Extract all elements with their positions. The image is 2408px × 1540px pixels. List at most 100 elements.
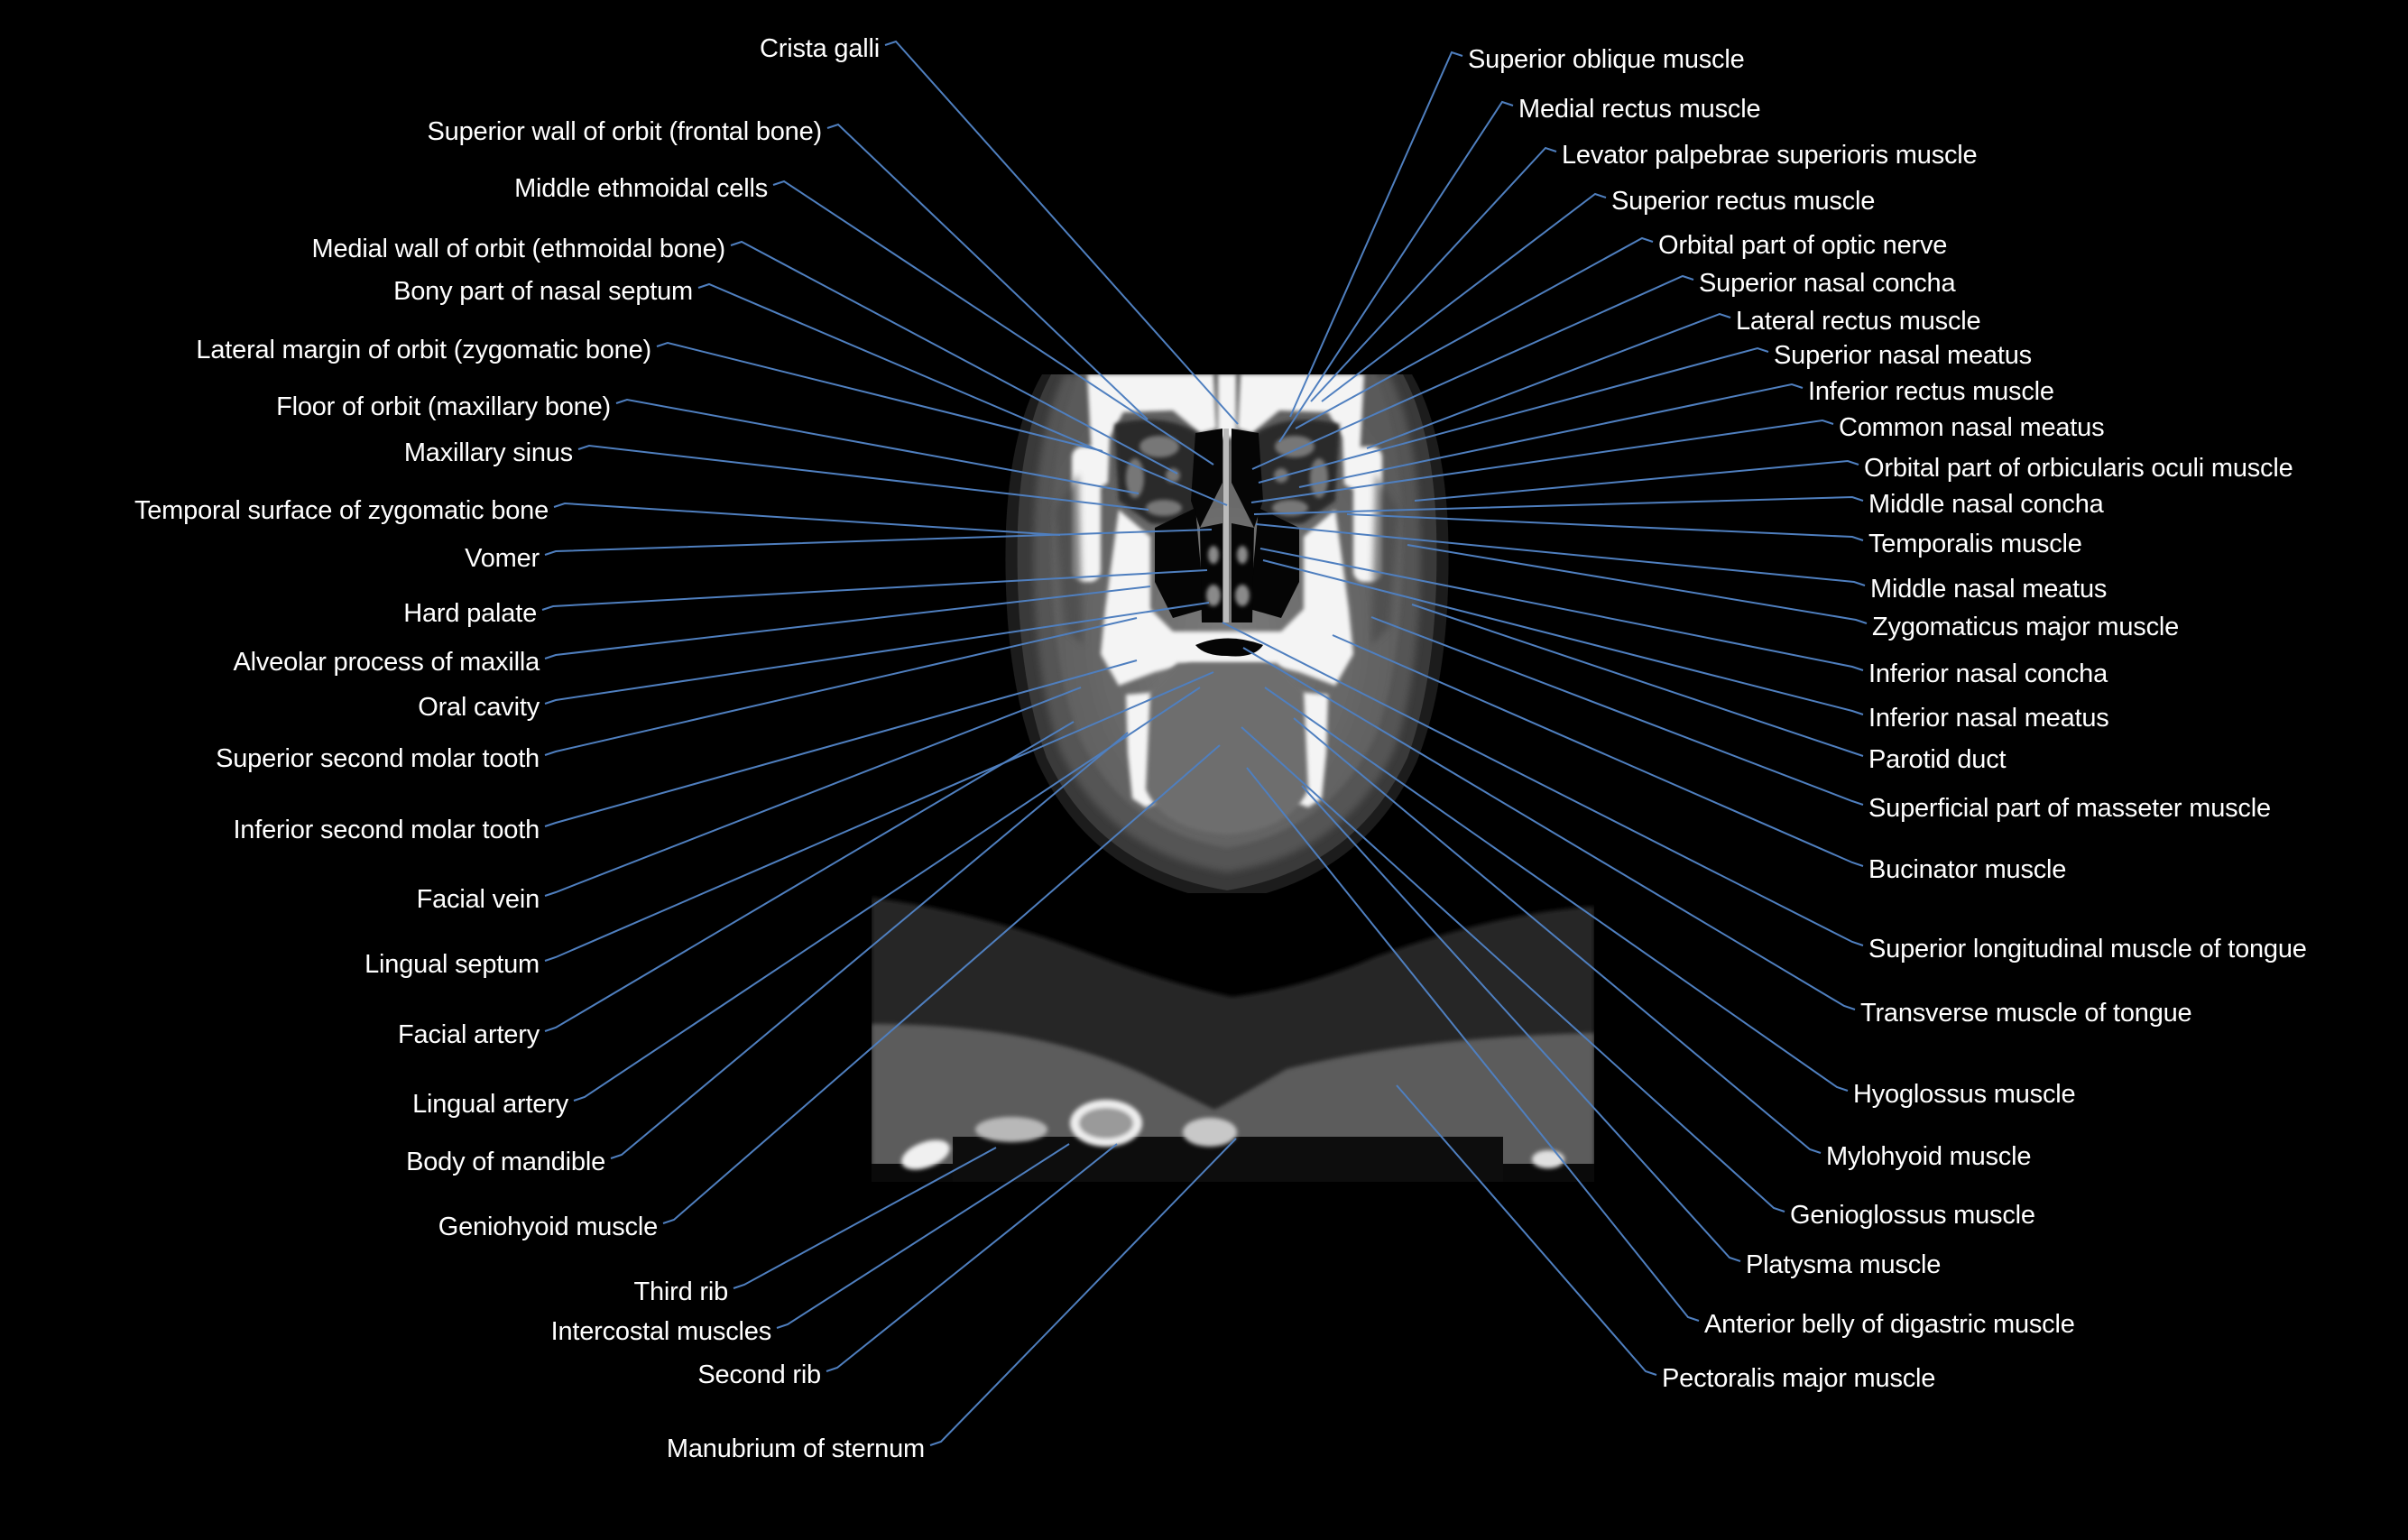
leader-line — [544, 671, 1214, 962]
label-pectoralis-major-muscle: Pectoralis major muscle — [1662, 1364, 1936, 1393]
leader-line — [544, 721, 1075, 1032]
leader-line — [1278, 100, 1514, 443]
label-maxillary-sinus: Maxillary sinus — [403, 438, 573, 467]
label-facial-artery: Facial artery — [398, 1020, 540, 1049]
leader-line — [573, 687, 1201, 1102]
label-lateral-margin-of-orbit-zygomatic-bone: Lateral margin of orbit (zygomatic bone) — [196, 336, 651, 364]
label-inferior-nasal-meatus: Inferior nasal meatus — [1868, 704, 2109, 733]
label-zygomaticus-major-muscle: Zygomaticus major muscle — [1872, 613, 2180, 641]
label-hard-palate: Hard palate — [403, 599, 537, 628]
leader-line — [1301, 785, 1741, 1262]
label-platysma-muscle: Platysma muscle — [1746, 1250, 1942, 1279]
label-lingual-septum: Lingual septum — [364, 950, 540, 979]
label-anterior-belly-of-digastric-muscle: Anterior belly of digastric muscle — [1704, 1310, 2075, 1339]
leader-line — [1310, 146, 1557, 402]
label-inferior-second-molar-tooth: Inferior second molar tooth — [233, 816, 540, 844]
label-middle-nasal-meatus: Middle nasal meatus — [1870, 575, 2108, 604]
label-transverse-muscle-of-tongue: Transverse muscle of tongue — [1860, 999, 2192, 1028]
label-medial-wall-of-orbit-ethmoidal-bone: Medial wall of orbit (ethmoidal bone) — [311, 235, 726, 263]
leader-line — [1253, 495, 1864, 515]
leader-line — [1262, 559, 1864, 715]
ct-chest-image — [872, 893, 1594, 1182]
leader-line — [615, 398, 1139, 494]
leader-line — [662, 744, 1221, 1224]
label-lateral-rectus-muscle: Lateral rectus muscle — [1736, 307, 1981, 336]
leader-line — [826, 123, 1149, 420]
leader-line — [544, 529, 1213, 556]
leader-line — [1321, 192, 1607, 402]
ct-chest-graphic — [872, 893, 1594, 1182]
leader-line — [1293, 717, 1822, 1154]
label-superior-longitudinal-muscle-of-tongue: Superior longitudinal muscle of tongue — [1868, 935, 2307, 964]
leader-line — [1332, 634, 1864, 867]
leader-line — [541, 569, 1208, 611]
label-third-rib: Third rib — [633, 1277, 728, 1306]
leader-line — [1251, 274, 1694, 470]
label-levator-palpebrae-superioris-muscle: Levator palpebrae superioris muscle — [1562, 141, 1978, 170]
label-bucinator-muscle: Bucinator muscle — [1868, 855, 2067, 884]
leader-line — [544, 617, 1138, 756]
leader-line — [884, 40, 1239, 425]
leader-line — [1242, 647, 1856, 1010]
label-floor-of-orbit-maxillary-bone: Floor of orbit (maxillary bone) — [276, 392, 611, 421]
label-orbital-part-of-orbicularis-oculi-muscle: Orbital part of orbicularis oculi muscle — [1864, 454, 2293, 483]
leader-line — [776, 1143, 1070, 1329]
ct-head-coronal-image — [992, 374, 1462, 907]
label-hyoglossus-muscle: Hyoglossus muscle — [1853, 1080, 2076, 1109]
leader-line — [733, 1147, 997, 1289]
leader-line — [826, 1143, 1118, 1372]
label-genioglossus-muscle: Genioglossus muscle — [1790, 1201, 2035, 1230]
leader-line — [610, 732, 1129, 1159]
leader-line — [1414, 459, 1859, 502]
leader-line — [929, 1138, 1237, 1446]
label-second-rib: Second rib — [697, 1360, 821, 1389]
label-parotid-duct: Parotid duct — [1868, 745, 2007, 774]
leader-line — [1366, 312, 1731, 449]
label-facial-vein: Facial vein — [416, 885, 540, 914]
leader-line — [772, 180, 1214, 466]
leader-line — [1289, 51, 1463, 418]
label-superior-rectus-muscle: Superior rectus muscle — [1611, 187, 1876, 216]
label-geniohyoid-muscle: Geniohyoid muscle — [438, 1213, 658, 1241]
leader-line — [553, 502, 1061, 536]
label-body-of-mandible: Body of mandible — [406, 1148, 605, 1176]
leader-line — [1222, 622, 1864, 946]
label-intercostal-muscles: Intercostal muscles — [550, 1317, 772, 1346]
leader-line — [1407, 544, 1868, 624]
leader-line — [544, 586, 1151, 659]
label-orbital-part-of-optic-nerve: Orbital part of optic nerve — [1658, 231, 1948, 260]
label-oral-cavity: Oral cavity — [418, 693, 540, 722]
leader-line — [1250, 419, 1834, 503]
leader-line — [1246, 767, 1700, 1322]
label-inferior-rectus-muscle: Inferior rectus muscle — [1808, 377, 2054, 406]
label-superior-second-molar-tooth: Superior second molar tooth — [216, 744, 540, 773]
leader-line — [577, 444, 1149, 511]
label-middle-nasal-concha: Middle nasal concha — [1868, 490, 2104, 519]
label-temporal-surface-of-zygomatic-bone: Temporal surface of zygomatic bone — [134, 496, 549, 525]
leader-line — [544, 659, 1138, 827]
label-manubrium-of-sternum: Manubrium of sternum — [666, 1434, 925, 1463]
label-mylohyoid-muscle: Mylohyoid muscle — [1826, 1142, 2032, 1171]
label-superior-nasal-concha: Superior nasal concha — [1699, 269, 1956, 298]
leader-line — [1259, 548, 1864, 671]
label-inferior-nasal-concha: Inferior nasal concha — [1868, 659, 2108, 688]
label-superior-wall-of-orbit-frontal-bone: Superior wall of orbit (frontal bone) — [427, 117, 823, 146]
label-superior-oblique-muscle: Superior oblique muscle — [1468, 45, 1745, 74]
leader-line — [1370, 616, 1864, 806]
label-superficial-part-of-masseter-muscle: Superficial part of masseter muscle — [1868, 794, 2271, 823]
label-alveolar-process-of-maxilla: Alveolar process of maxilla — [233, 648, 540, 677]
label-common-nasal-meatus: Common nasal meatus — [1839, 413, 2105, 442]
leader-line — [697, 282, 1228, 506]
leader-line — [1396, 1084, 1657, 1376]
label-superior-nasal-meatus: Superior nasal meatus — [1774, 341, 2032, 370]
leader-line — [1241, 726, 1785, 1213]
leader-line — [1295, 236, 1654, 429]
leader-line — [656, 341, 1103, 452]
ct-head-graphic — [1005, 374, 1449, 902]
leader-line — [544, 687, 1082, 897]
label-vomer: Vomer — [465, 544, 540, 573]
label-crista-galli: Crista galli — [760, 34, 880, 63]
leader-line — [1258, 346, 1769, 484]
